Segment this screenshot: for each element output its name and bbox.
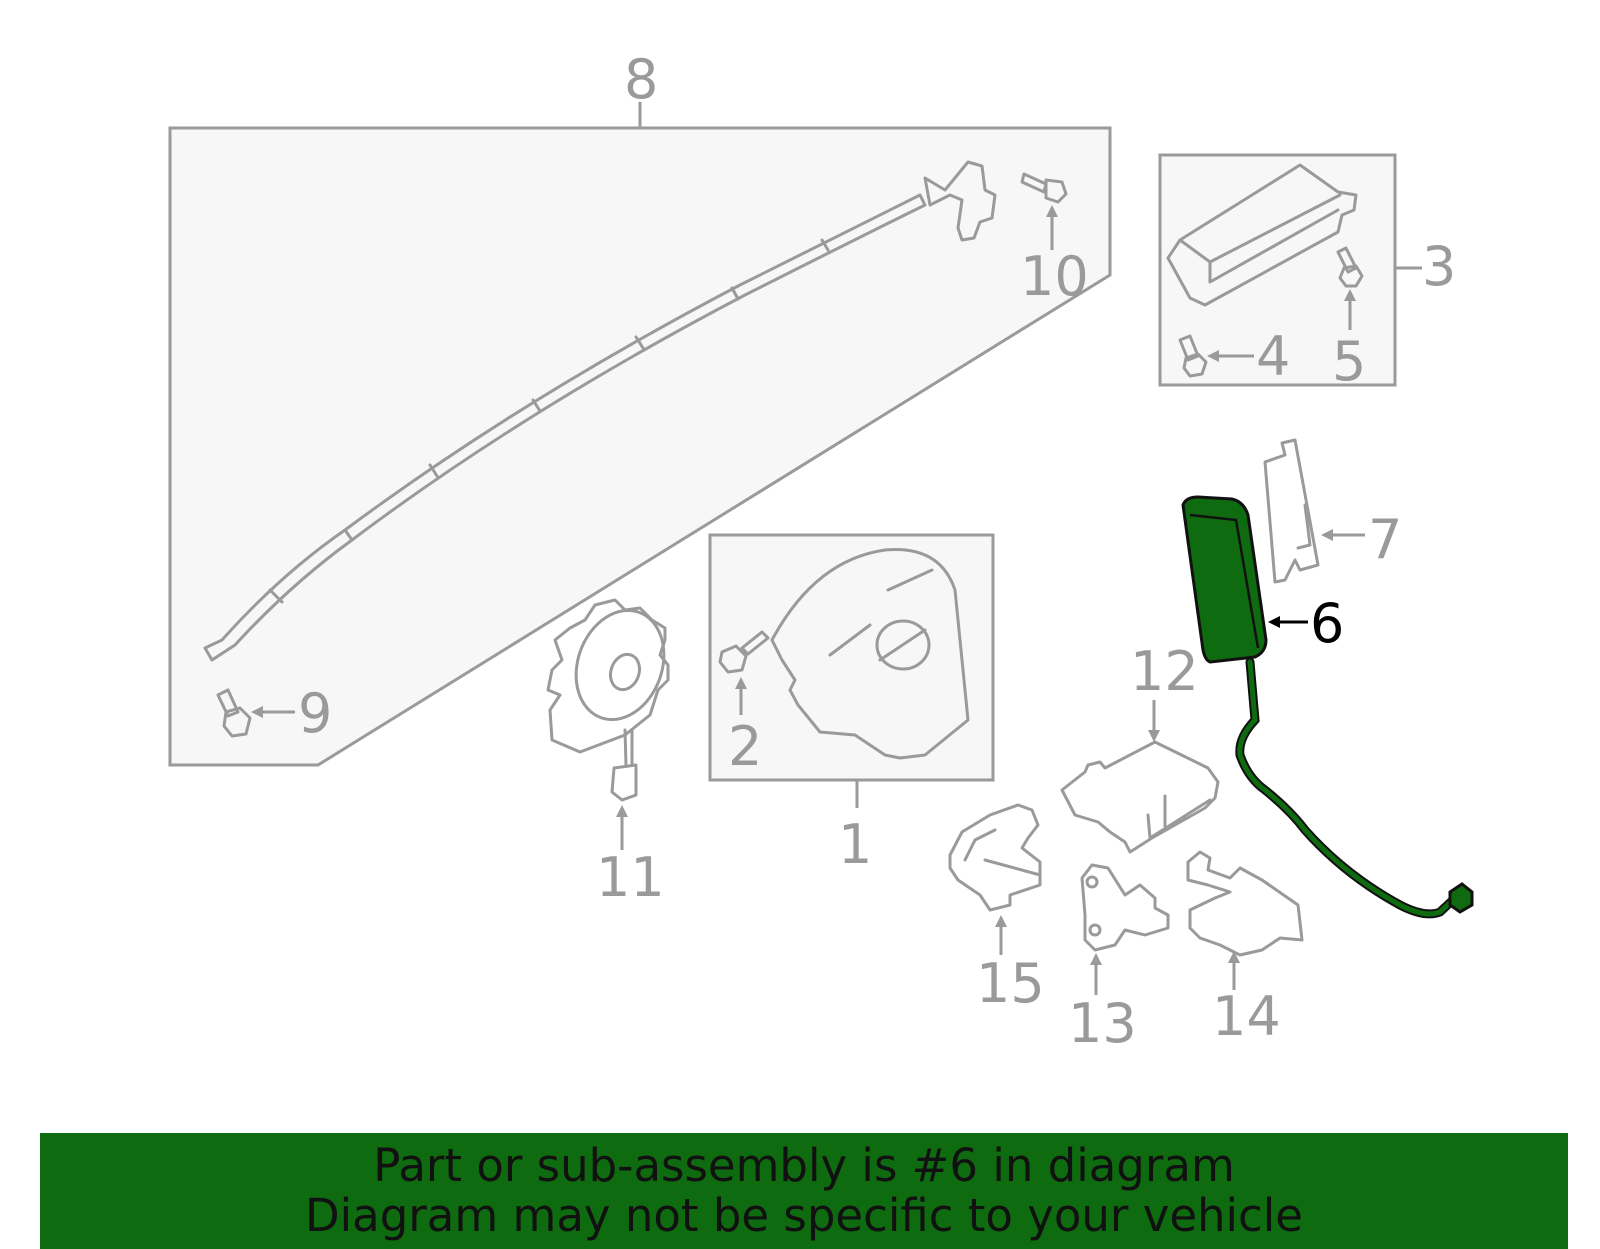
bolt-5-icon — [1336, 246, 1364, 288]
side-airbag-connector — [1448, 882, 1474, 914]
curtain-airbag-rail — [203, 193, 927, 662]
bolt-2-icon — [718, 630, 770, 674]
callout-9: 9 — [298, 682, 332, 745]
callout-5: 5 — [1332, 330, 1366, 393]
part-14-group[interactable] — [1186, 850, 1304, 990]
bolt-9-icon — [216, 688, 252, 738]
passenger-airbag-module — [1166, 163, 1358, 307]
callout-12: 12 — [1130, 640, 1199, 703]
part-12-group[interactable] — [1060, 700, 1220, 854]
part-6-group[interactable] — [1181, 495, 1474, 919]
sensor-bracket — [1080, 863, 1170, 952]
bolt-10-icon — [1020, 172, 1068, 204]
part-11-group[interactable] — [546, 598, 679, 850]
callout-4: 4 — [1256, 325, 1290, 388]
callout-1: 1 — [838, 813, 872, 876]
side-bracket — [1263, 438, 1320, 584]
part-15-group[interactable] — [948, 803, 1042, 955]
side-airbag-harness — [1235, 657, 1460, 919]
part-13-group[interactable] — [1080, 863, 1170, 995]
part-7-group[interactable] — [1263, 438, 1365, 584]
bolt-4-icon — [1178, 334, 1208, 378]
callout-8: 8 — [624, 48, 658, 111]
callout-14: 14 — [1212, 985, 1281, 1048]
impact-sensor — [948, 803, 1042, 912]
mounting-plate — [1186, 850, 1304, 957]
callout-7: 7 — [1368, 508, 1402, 571]
clock-spring — [546, 598, 670, 754]
part-1-group[interactable] — [708, 533, 995, 808]
callout-2: 2 — [728, 715, 762, 778]
driver-airbag-module — [770, 548, 970, 760]
callout-3: 3 — [1422, 235, 1456, 298]
part-8-box — [168, 126, 1112, 767]
callout-6: 6 — [1310, 592, 1344, 655]
clock-spring-connector — [610, 763, 638, 802]
side-airbag-module — [1181, 495, 1268, 664]
banner-line-2: Diagram may not be specific to your vehi… — [305, 1189, 1303, 1242]
info-banner: Part or sub-assembly is #6 in diagram Di… — [40, 1133, 1568, 1249]
part-8-group[interactable] — [168, 102, 1112, 767]
curtain-rail-bracket — [923, 160, 997, 242]
part-3-group[interactable] — [1158, 153, 1422, 387]
banner-line-1: Part or sub-assembly is #6 in diagram — [373, 1139, 1235, 1192]
callout-15: 15 — [976, 952, 1045, 1015]
callout-11: 11 — [596, 846, 665, 909]
callout-13: 13 — [1068, 992, 1137, 1055]
callout-10: 10 — [1020, 245, 1089, 308]
airbag-control-module — [1060, 740, 1220, 854]
part-3-box — [1158, 153, 1397, 387]
